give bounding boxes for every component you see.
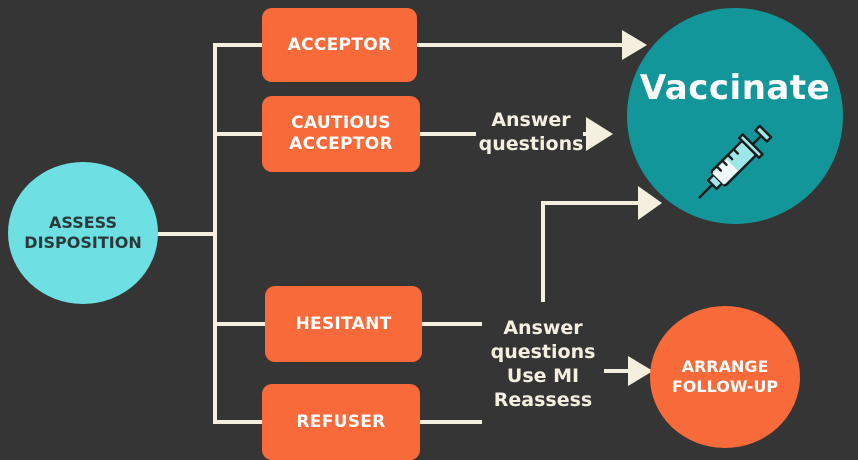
- syringe-icon: [698, 124, 773, 199]
- cautious-action-label: Answer questions: [478, 109, 584, 155]
- vaccinate-title: Vaccinate: [639, 68, 831, 108]
- arrowhead-reassess: [638, 186, 662, 220]
- refuser-box: REFUSER: [262, 384, 420, 460]
- hesitant-action-label: Answer questions Use MI Reassess: [490, 317, 596, 411]
- followup-line2: FOLLOW-UP: [671, 377, 779, 396]
- refuser-label: REFUSER: [296, 411, 386, 432]
- vaccinate-circle: Vaccinate: [627, 8, 843, 224]
- arrowhead-acceptor: [622, 30, 647, 60]
- hesitant-label: HESITANT: [295, 313, 392, 334]
- hesitant-box: HESITANT: [265, 286, 422, 362]
- reassess-to-vaccinate: [541, 201, 642, 302]
- assess-line1: ASSESS: [49, 213, 117, 232]
- cautious-label-line1: CAUTIOUS: [291, 113, 391, 133]
- acceptor-label: ACCEPTOR: [287, 34, 392, 55]
- cautious-label-line2: ACCEPTOR: [289, 134, 393, 154]
- arrowhead-cautious: [586, 117, 613, 151]
- followup-line1: ARRANGE: [681, 357, 769, 376]
- acceptor-box: ACCEPTOR: [262, 8, 417, 82]
- cautious-acceptor-box: CAUTIOUS ACCEPTOR: [262, 96, 420, 172]
- assess-disposition-circle: ASSESS DISPOSITION: [8, 162, 158, 304]
- arrange-followup-circle: ARRANGE FOLLOW-UP: [650, 306, 800, 448]
- assess-line2: DISPOSITION: [24, 233, 142, 252]
- arrowhead-followup: [628, 356, 653, 386]
